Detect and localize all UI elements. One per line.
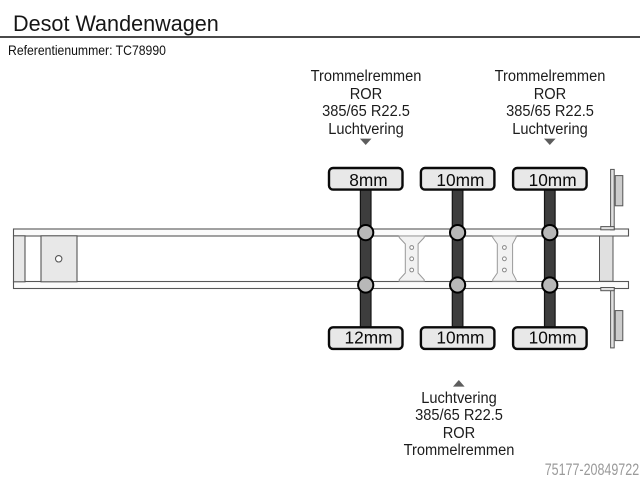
svg-text:10mm: 10mm <box>436 170 484 190</box>
svg-text:12mm: 12mm <box>344 328 392 348</box>
svg-text:10mm: 10mm <box>436 328 484 348</box>
svg-text:10mm: 10mm <box>529 170 577 190</box>
svg-text:10mm: 10mm <box>529 328 577 348</box>
svg-text:8mm: 8mm <box>349 170 387 190</box>
